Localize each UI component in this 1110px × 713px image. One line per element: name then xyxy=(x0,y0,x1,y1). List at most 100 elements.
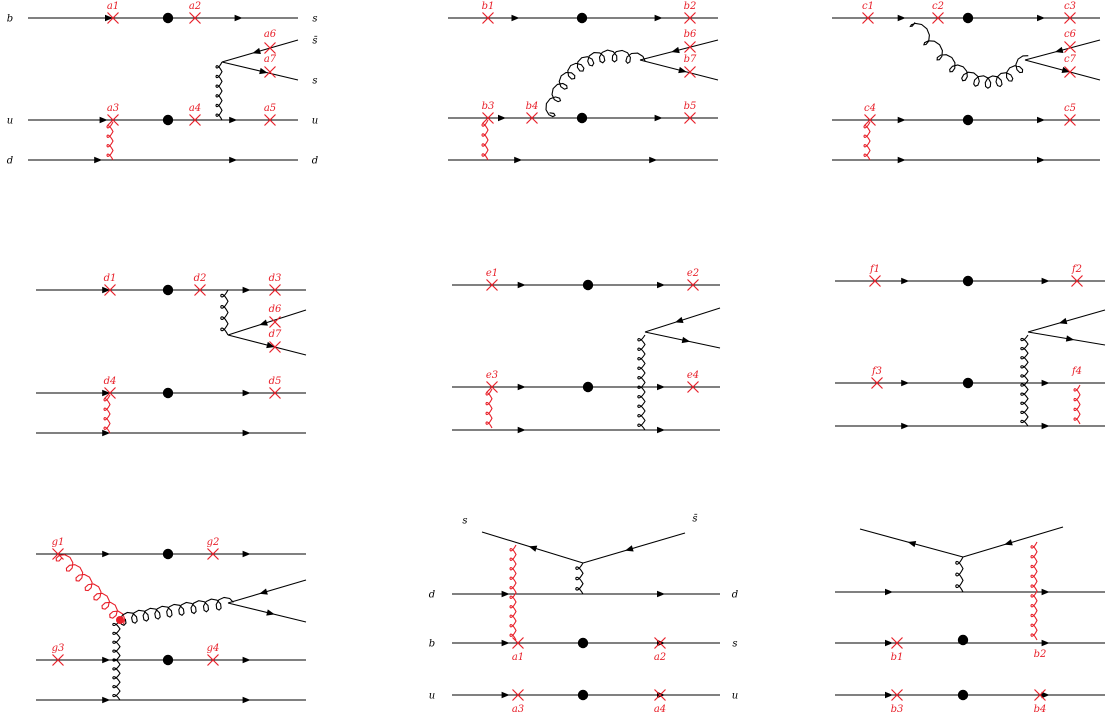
arrow-head xyxy=(885,639,893,647)
insertion-cross xyxy=(482,112,494,124)
insertion-cross xyxy=(189,114,201,126)
insertion-cross xyxy=(52,654,64,666)
gluon-insertion-curl xyxy=(485,388,493,429)
insertion-cross xyxy=(864,114,876,126)
insertion-cross xyxy=(264,42,276,54)
quark-label: s xyxy=(312,76,317,87)
arrow-head xyxy=(1061,66,1071,74)
arrow-head xyxy=(528,545,538,552)
weak-vertex-dot xyxy=(162,654,174,666)
gluon-exchange-curl xyxy=(575,562,584,595)
insertion-cross xyxy=(486,381,498,393)
arrow-head xyxy=(678,66,687,74)
insertion-cross xyxy=(194,284,206,296)
arrow-head xyxy=(514,156,523,164)
arrow-head xyxy=(229,156,238,164)
arrow-head xyxy=(102,286,111,294)
arrow-head xyxy=(1054,46,1064,54)
gluon-insertion-curl xyxy=(55,554,126,625)
quark-label: s̄ xyxy=(692,514,698,525)
arrow-head xyxy=(517,383,526,391)
arrow-head xyxy=(102,389,111,397)
insertion-cross xyxy=(512,637,524,649)
insertion-label: b5 xyxy=(684,101,697,112)
insertion-label: b3 xyxy=(891,704,904,713)
arrow-head xyxy=(671,46,680,54)
arrow-head xyxy=(897,156,906,164)
insertion-cross xyxy=(512,689,524,701)
gluon-exchange-curl xyxy=(119,596,234,626)
insertion-cross xyxy=(891,689,903,701)
gluon-exchange-curl xyxy=(955,556,964,593)
gluon-insertion-curl xyxy=(106,121,114,161)
gluon-exchange-curl xyxy=(909,22,1029,89)
insertion-cross xyxy=(687,279,699,291)
weak-vertex-dot xyxy=(962,275,974,287)
insertion-label: b4 xyxy=(1034,704,1047,713)
insertion-label: d5 xyxy=(269,376,282,387)
insertion-label: a2 xyxy=(654,652,666,663)
gluon-exchange-curl xyxy=(545,49,646,118)
insertion-label: c6 xyxy=(1064,29,1077,40)
insertion-cross xyxy=(871,377,883,389)
arrow-head xyxy=(657,383,666,391)
arrow-head xyxy=(102,696,111,704)
insertion-label: g2 xyxy=(207,537,220,548)
arrow-head xyxy=(266,341,275,349)
insertion-label: g3 xyxy=(52,643,65,654)
insertion-label: a3 xyxy=(107,103,119,114)
insertion-cross xyxy=(107,114,119,126)
arrow-head xyxy=(907,540,917,548)
weak-vertex-dot xyxy=(957,689,969,701)
arrow-head xyxy=(1041,379,1050,387)
arrow-head xyxy=(1041,639,1050,647)
gluon-exchange-curl xyxy=(1020,334,1029,427)
insertion-label: a7 xyxy=(264,54,277,65)
arrow-head xyxy=(885,588,893,596)
insertion-label: b3 xyxy=(482,101,495,112)
insertion-label: f4 xyxy=(1071,366,1082,377)
insertion-label: d6 xyxy=(269,304,282,315)
insertion-label: a4 xyxy=(654,704,666,713)
arrow-head xyxy=(242,389,251,397)
insertion-label: a2 xyxy=(189,1,201,12)
arrow-head xyxy=(1037,116,1046,124)
arrow-head xyxy=(501,691,510,699)
arrow-head xyxy=(1004,539,1013,546)
quark-line xyxy=(227,579,307,604)
arrow-head xyxy=(498,114,506,122)
insertion-label: d7 xyxy=(269,329,282,340)
gluon-vertex-dot xyxy=(116,616,124,624)
weak-vertex-dot xyxy=(582,381,594,393)
insertion-cross xyxy=(1064,12,1076,24)
quark-label: b xyxy=(429,639,435,650)
arrow-head xyxy=(242,550,251,558)
insertion-cross xyxy=(862,12,874,24)
gluon-exchange-curl xyxy=(637,334,646,431)
weak-vertex-dot xyxy=(957,634,969,646)
insertion-cross xyxy=(269,316,281,328)
weak-vertex-dot xyxy=(162,12,174,24)
gluon-exchange-curl xyxy=(215,61,223,121)
quark-label: s xyxy=(312,14,317,25)
insertion-label: c1 xyxy=(862,1,874,12)
insertion-label: e2 xyxy=(687,268,699,279)
quark-label: u xyxy=(312,116,318,127)
weak-vertex-dot xyxy=(577,637,589,649)
arrow-head xyxy=(234,14,243,22)
arrow-head xyxy=(259,319,268,326)
quark-line xyxy=(1027,309,1106,333)
insertion-cross xyxy=(269,387,281,399)
gluon-insertion-curl xyxy=(1030,541,1038,641)
insertion-label: d3 xyxy=(269,273,282,284)
arrow-head xyxy=(102,656,111,664)
insertion-cross xyxy=(104,284,116,296)
insertion-label: b2 xyxy=(1034,649,1047,660)
weak-vertex-dot xyxy=(962,114,974,126)
arrow-head xyxy=(625,545,634,552)
weak-vertex-dot xyxy=(962,377,974,389)
